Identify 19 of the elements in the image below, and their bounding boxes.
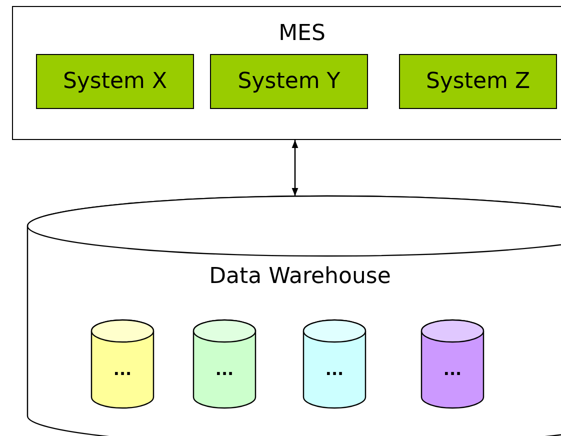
system-label: System Y bbox=[238, 69, 340, 94]
system-box bbox=[399, 54, 557, 109]
ellipsis-label: ... bbox=[214, 360, 235, 379]
database-cylinder bbox=[303, 320, 366, 408]
system-box bbox=[210, 54, 368, 109]
system-box bbox=[36, 54, 194, 109]
system-label: System X bbox=[62, 69, 168, 94]
warehouse-label: Data Warehouse bbox=[208, 264, 392, 289]
system-group-box bbox=[12, 6, 561, 140]
database-cylinder bbox=[193, 320, 256, 408]
database-cylinder bbox=[91, 320, 154, 408]
group-title: MES bbox=[278, 21, 326, 46]
database-cylinder bbox=[421, 320, 484, 408]
warehouse-cylinder bbox=[27, 196, 561, 436]
arrow bbox=[292, 140, 298, 196]
ellipsis-label: ... bbox=[112, 360, 133, 379]
system-label: System Z bbox=[426, 69, 530, 94]
ellipsis-label: ... bbox=[324, 360, 345, 379]
ellipsis-label: ... bbox=[442, 360, 463, 379]
